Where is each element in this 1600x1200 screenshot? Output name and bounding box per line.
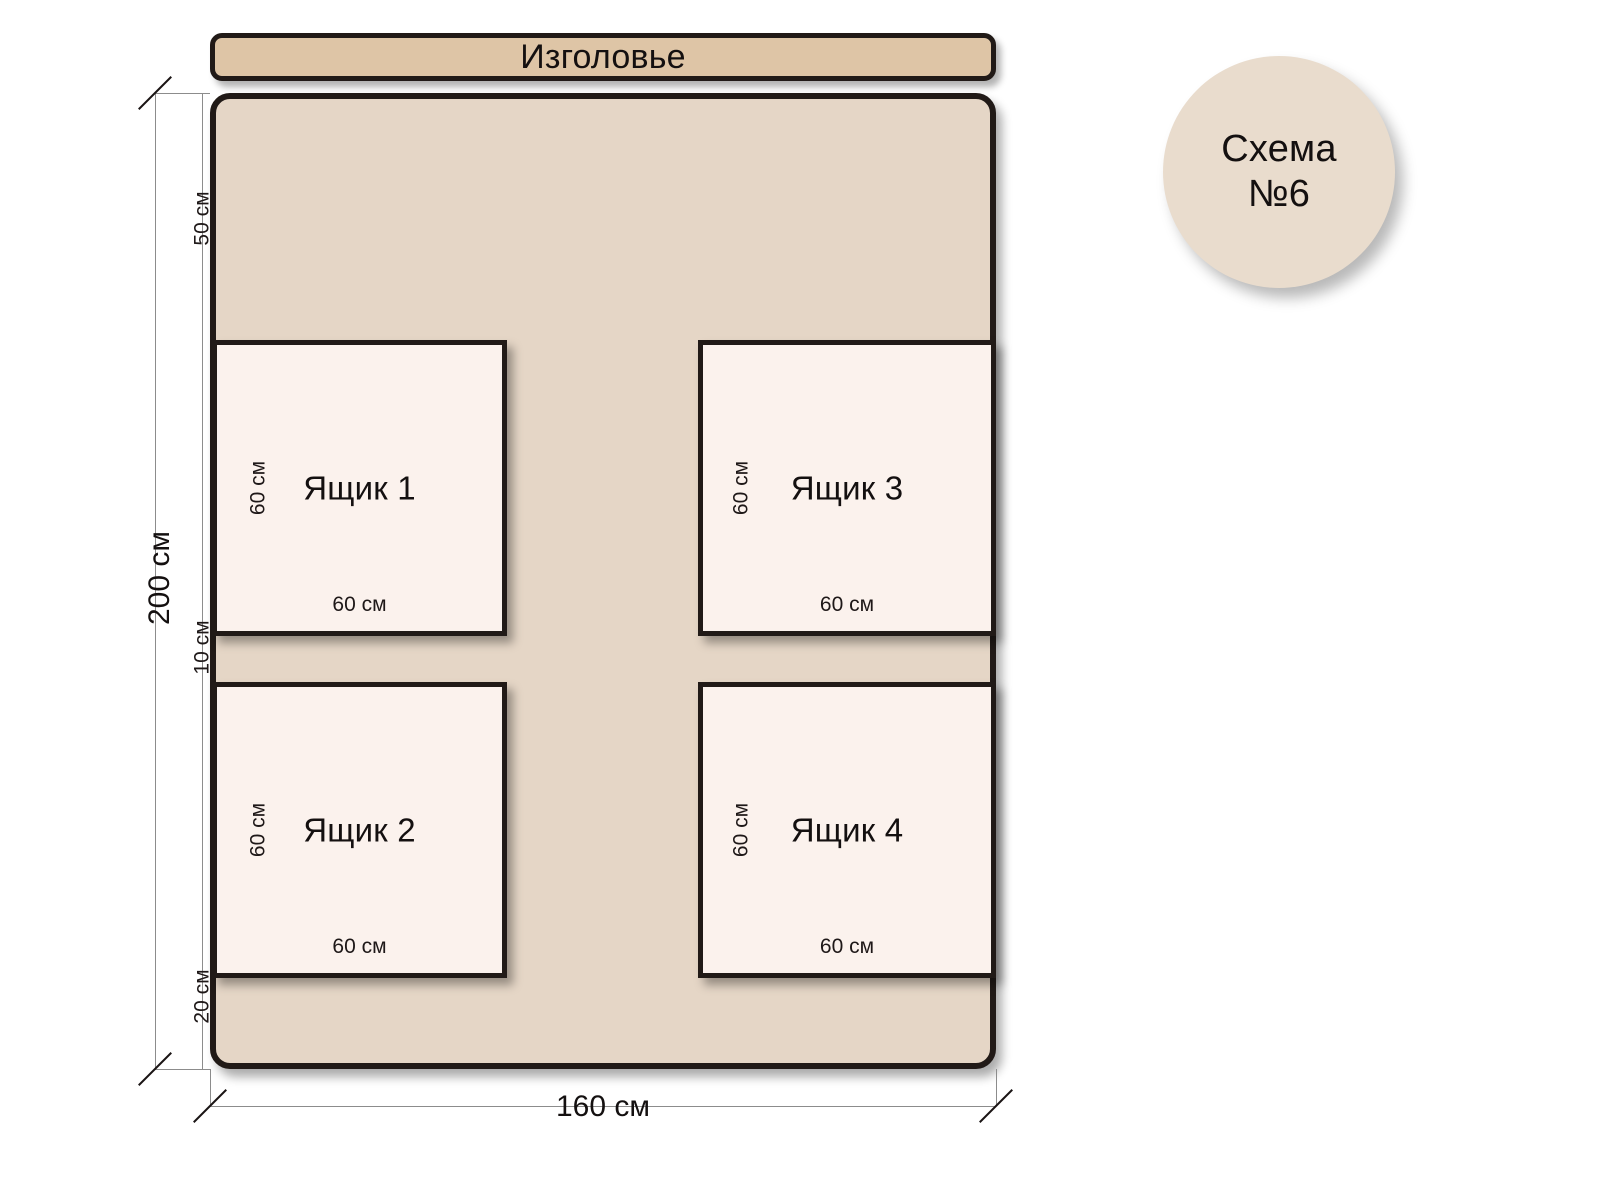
drawer-1-width-label: 60 см <box>332 593 387 616</box>
overall-width-extension-left <box>210 1069 211 1106</box>
overall-height-extension-top <box>155 93 210 94</box>
headboard-block: Изголовье <box>210 33 996 81</box>
dim-top-margin-label: 50 см <box>190 191 214 246</box>
headboard-label: Изголовье <box>520 38 686 76</box>
overall-height-label: 200 см <box>143 531 176 626</box>
drawer-4-title: Ящик 4 <box>790 811 904 849</box>
dim-bottom-margin-label: 20 см <box>190 969 214 1024</box>
drawer-1-title: Ящик 1 <box>303 469 416 507</box>
scheme-badge-line-2: №6 <box>1247 173 1311 215</box>
drawer-2-title: Ящик 2 <box>303 811 416 849</box>
drawer-4: 60 см Ящик 4 60 см <box>698 682 996 978</box>
drawer-2-width-label: 60 см <box>332 935 387 958</box>
dim-gap-label: 10 см <box>190 620 214 675</box>
drawer-1: 60 см Ящик 1 60 см <box>212 340 507 636</box>
overall-width-extension-right <box>996 1069 997 1106</box>
drawer-3: 60 см Ящик 3 60 см <box>698 340 996 636</box>
overall-height-dimension-line <box>155 93 156 1069</box>
scheme-badge: Схема №6 <box>1163 56 1395 288</box>
inner-vertical-dimension-line <box>202 93 203 1069</box>
drawer-2: 60 см Ящик 2 60 см <box>212 682 507 978</box>
drawer-4-width-label: 60 см <box>819 935 875 958</box>
drawer-3-width-label: 60 см <box>819 593 875 616</box>
overall-height-extension-bottom <box>155 1069 210 1070</box>
overall-width-dimension-line <box>210 1106 996 1107</box>
drawer-3-title: Ящик 3 <box>790 469 904 507</box>
overall-width-label: 160 см <box>555 1090 650 1123</box>
scheme-badge-line-1: Схема <box>1221 128 1337 171</box>
